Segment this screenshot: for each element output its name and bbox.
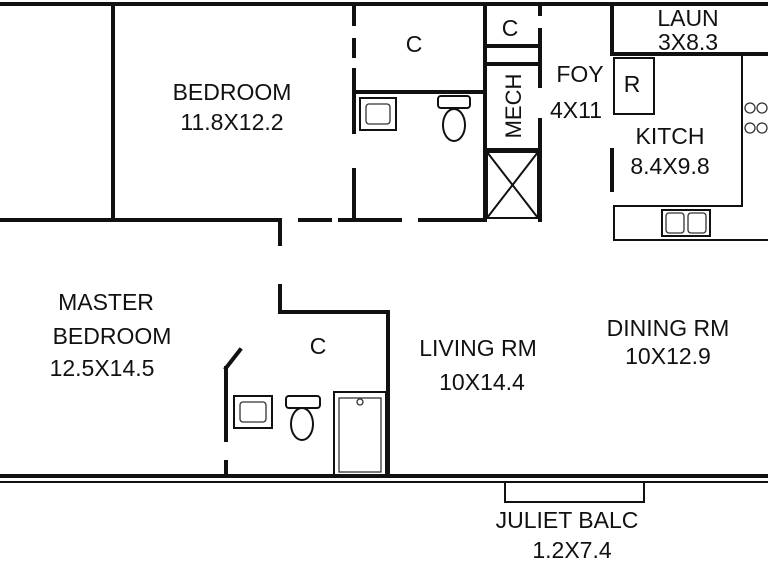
- bedroom-size: 11.8X12.2: [180, 109, 283, 135]
- laundry-size: 3X8.3: [658, 29, 718, 55]
- master-name-line2: BEDROOM: [53, 323, 172, 349]
- fixtures: [233, 54, 768, 503]
- foyer-size: 4X11: [550, 97, 602, 123]
- walls: [0, 2, 768, 483]
- master-name-line1: MASTER: [58, 289, 154, 315]
- balcony-size: 1.2X7.4: [532, 537, 611, 563]
- foyer-name: FOY: [556, 61, 603, 87]
- balcony-name: JULIET BALC: [496, 507, 639, 533]
- master-size: 12.5X14.5: [50, 355, 155, 381]
- dining-size: 10X12.9: [625, 343, 711, 369]
- kitchen-size: 8.4X9.8: [630, 153, 709, 179]
- refrigerator-label: R: [624, 71, 641, 97]
- mech-label: MECH: [501, 74, 526, 139]
- laundry-name: LAUN: [657, 5, 718, 31]
- room-labels: BEDROOM 11.8X12.2 C C MECH FOY 4X11 LAUN…: [50, 5, 730, 563]
- master-closet-label: C: [310, 333, 327, 359]
- living-name: LIVING RM: [419, 335, 537, 361]
- bedroom-name: BEDROOM: [173, 79, 292, 105]
- bedroom-closet-label: C: [406, 31, 423, 57]
- dining-name: DINING RM: [607, 315, 730, 341]
- living-size: 10X14.4: [439, 369, 525, 395]
- foyer-closet-label: C: [502, 15, 519, 41]
- kitchen-name: KITCH: [636, 123, 705, 149]
